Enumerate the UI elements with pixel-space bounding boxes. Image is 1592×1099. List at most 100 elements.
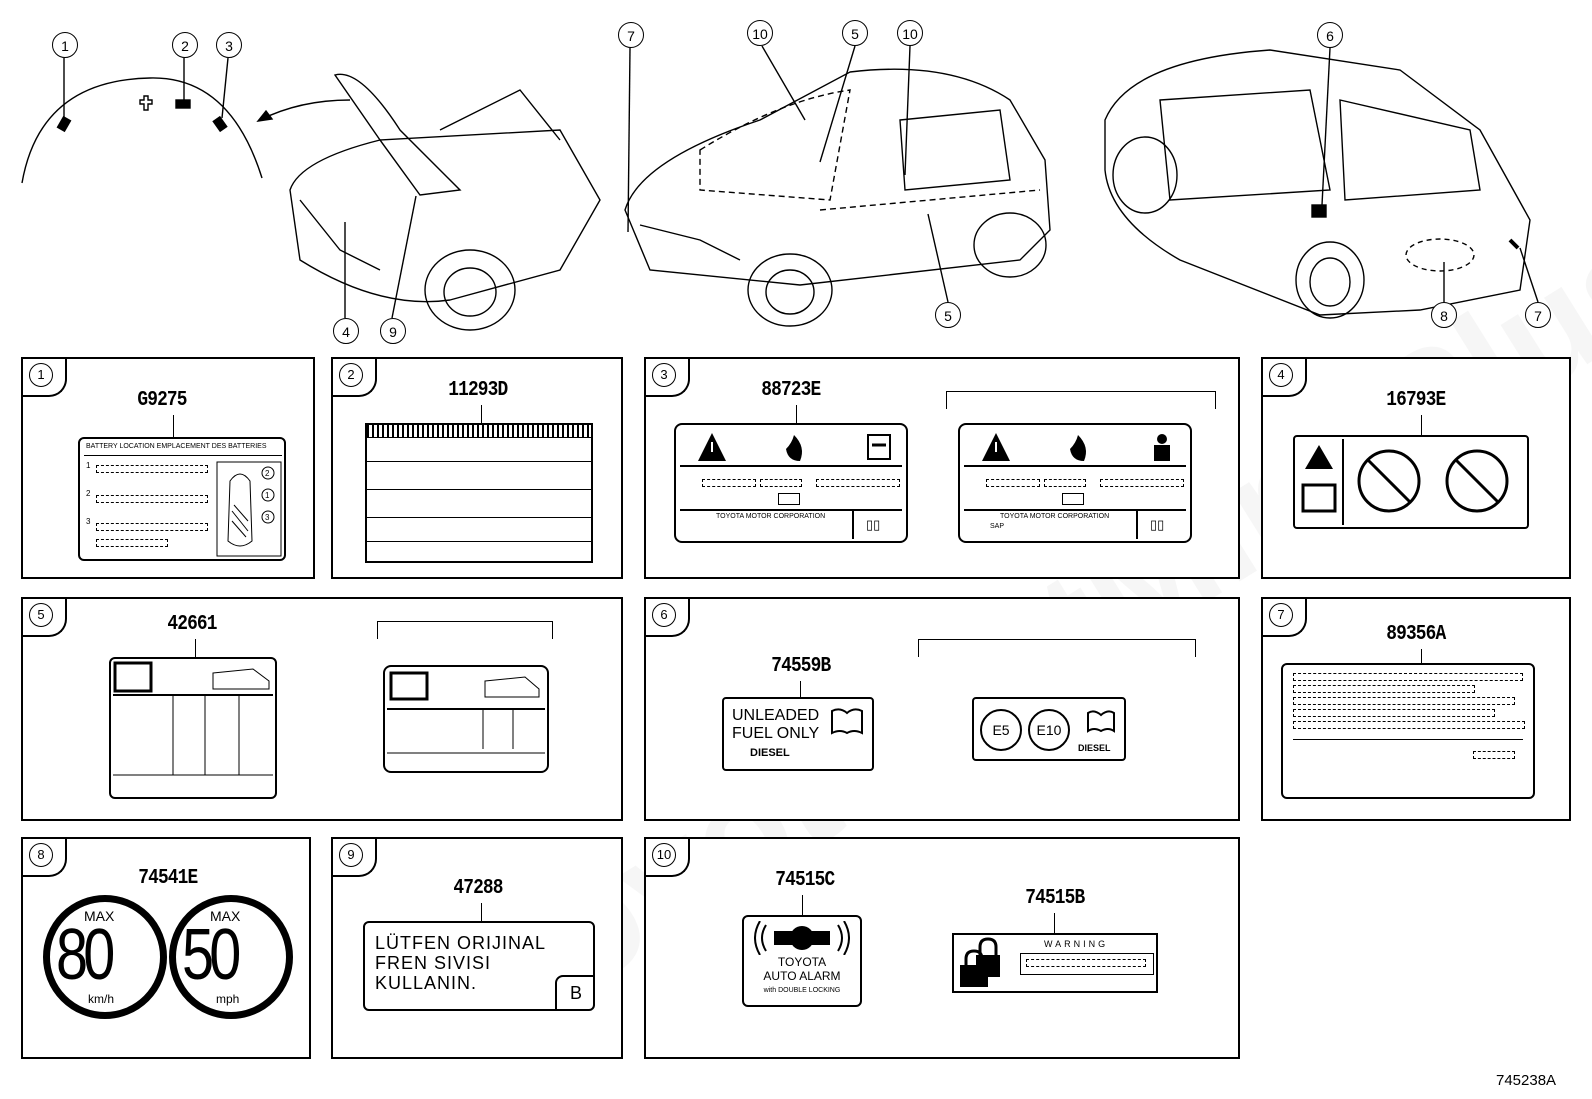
speed-value: 50 — [182, 915, 241, 995]
alarm-line-1: TOYOTA — [777, 955, 827, 969]
part-number: 16793E — [1386, 389, 1446, 412]
warning-text: WARNING — [1044, 939, 1109, 949]
side-num-c: 3 — [265, 513, 270, 522]
callout-front-5b[interactable]: 5 — [935, 302, 961, 328]
part-number: 47288 — [453, 877, 503, 900]
text-line-1: LÜTFEN ORIJINAL — [375, 933, 547, 953]
alarm-line-2: AUTO ALARM — [763, 969, 841, 983]
callout-engine-4[interactable]: 4 — [333, 318, 359, 344]
panel-4[interactable]: 4 16793E — [1261, 357, 1571, 579]
panel-number: 9 — [339, 843, 363, 867]
battery-warning-label-b: TOYOTA MOTOR CORPORATION SAP ▯▯ — [958, 423, 1192, 543]
panel-number: 5 — [29, 603, 53, 627]
callout-rear-7[interactable]: 7 — [1525, 302, 1551, 328]
panel-number: 4 — [1269, 363, 1293, 387]
label-num-2: 2 — [86, 489, 91, 498]
text-line-3: KULLANIN. — [375, 973, 478, 993]
panel-1[interactable]: 1 G9275 BATTERY LOCATION EMPLACEMENT DES… — [21, 357, 315, 579]
corner-code: B — [555, 975, 595, 1011]
auto-alarm-label: TOYOTA AUTO ALARM with DOUBLE LOCKING — [742, 915, 862, 1007]
max-label: MAX — [210, 908, 241, 924]
panel-7[interactable]: 7 89356A — [1261, 597, 1571, 821]
panel-number: 6 — [652, 603, 676, 627]
panel-number: 10 — [652, 843, 676, 867]
blank-lined-label — [365, 423, 593, 563]
speed-limit-disc-kmh: MAX 80 km/h — [43, 895, 167, 1019]
side-num-a: 2 — [265, 469, 270, 478]
panel-5[interactable]: 5 42661 — [21, 597, 623, 821]
e5-badge: E5 — [980, 709, 1022, 751]
panel-6[interactable]: 6 74559B UNLEADED FUEL ONLY DIESEL E5 E1… — [644, 597, 1240, 821]
panel-10[interactable]: 10 74515C 74515B TOYOTA AUTO ALARM with … — [644, 837, 1240, 1059]
label-title: BATTERY LOCATION EMPLACEMENT DES BATTERI… — [86, 443, 267, 450]
warning-icons — [698, 433, 891, 461]
label-num-1: 1 — [86, 461, 91, 470]
sap-text: SAP — [990, 523, 1005, 530]
speed-value: 80 — [56, 915, 115, 995]
part-number: 74541E — [138, 867, 198, 890]
alarm-line-3: with DOUBLE LOCKING — [763, 987, 841, 994]
callout-front-5a[interactable]: 5 — [842, 20, 868, 46]
tire-table-icon — [113, 661, 273, 776]
label-num-3: 3 — [86, 517, 91, 526]
panel-8[interactable]: 8 74541E MAX 80 km/h MAX 50 mph — [21, 837, 311, 1059]
unit-label: mph — [216, 992, 240, 1006]
panel-2[interactable]: 2 11293D — [331, 357, 623, 579]
battery-warning-label-a: TOYOTA MOTOR CORPORATION ▯▯ — [674, 423, 908, 543]
callout-rear-8[interactable]: 8 — [1431, 302, 1457, 328]
part-number: 11293D — [448, 379, 508, 402]
part-number: 88723E — [761, 379, 821, 402]
info-book-icon — [1087, 710, 1115, 733]
unit-label: km/h — [88, 992, 115, 1006]
callout-hood-2[interactable]: 2 — [172, 32, 198, 58]
tire-pressure-label-a — [109, 657, 277, 799]
footer-text: TOYOTA MOTOR CORPORATION — [716, 513, 826, 520]
callout-hood-1[interactable]: 1 — [52, 32, 78, 58]
battery-location-label: BATTERY LOCATION EMPLACEMENT DES BATTERI… — [78, 437, 286, 561]
panel-3[interactable]: 3 88723E TOYOTA MOTOR CORPORATION ▯▯ — [644, 357, 1240, 579]
panel-number: 8 — [29, 843, 53, 867]
caution-text-label — [1281, 663, 1535, 799]
callout-engine-9[interactable]: 9 — [380, 318, 406, 344]
callout-front-7[interactable]: 7 — [618, 22, 644, 48]
tire-table-icon — [387, 671, 545, 754]
part-number-a: 74515C — [775, 869, 835, 892]
vehicle-overview-illustration — [21, 45, 1539, 331]
panel-number: 3 — [652, 363, 676, 387]
callout-front-10a[interactable]: 10 — [747, 20, 773, 46]
car-topview-icon: 2 1 3 — [216, 461, 282, 557]
part-number: G9275 — [137, 389, 187, 412]
brake-fluid-label: LÜTFEN ORIJINAL FREN SIVISI KULLANIN. B — [363, 921, 595, 1011]
fuel-line-1: UNLEADED — [732, 707, 820, 724]
panel-number: 2 — [339, 363, 363, 387]
warning-lock-label: WARNING — [952, 933, 1158, 993]
panel-number: 1 — [29, 363, 53, 387]
panel-9[interactable]: 9 47288 LÜTFEN ORIJINAL FREN SIVISI KULL… — [331, 837, 623, 1059]
diesel-text: DIESEL — [750, 747, 790, 759]
e10-badge: E10 — [1028, 709, 1070, 751]
figure-id: 745238A — [1496, 1072, 1557, 1089]
panel-number: 7 — [1269, 603, 1293, 627]
fuel-line-2: FUEL ONLY — [732, 725, 820, 742]
airbag-icons — [1301, 439, 1509, 525]
alarm-siren-icon — [754, 921, 850, 955]
diesel-text: DIESEL — [1078, 743, 1111, 753]
part-number-b: 74515B — [1025, 887, 1085, 910]
side-num-b: 1 — [265, 491, 270, 500]
callout-hood-3[interactable]: 3 — [216, 32, 242, 58]
part-number: 42661 — [167, 613, 217, 636]
part-number: 89356A — [1386, 623, 1446, 646]
footer-text: TOYOTA MOTOR CORPORATION — [1000, 513, 1110, 520]
fuel-type-label: UNLEADED FUEL ONLY DIESEL — [722, 697, 874, 771]
callout-rear-6[interactable]: 6 — [1317, 22, 1343, 48]
text-line-2: FREN SIVISI — [375, 953, 492, 973]
callout-front-10b[interactable]: 10 — [897, 20, 923, 46]
tire-pressure-label-b — [383, 665, 549, 773]
info-book-icon — [831, 708, 863, 735]
padlock-icon — [960, 937, 1000, 987]
speed-limit-disc-mph: MAX 50 mph — [169, 895, 293, 1019]
fuel-e5-e10-label: E5 E10 DIESEL — [972, 697, 1126, 761]
max-label: MAX — [84, 908, 115, 924]
airbag-warning-label — [1293, 435, 1529, 529]
warning-icons — [982, 433, 1170, 461]
